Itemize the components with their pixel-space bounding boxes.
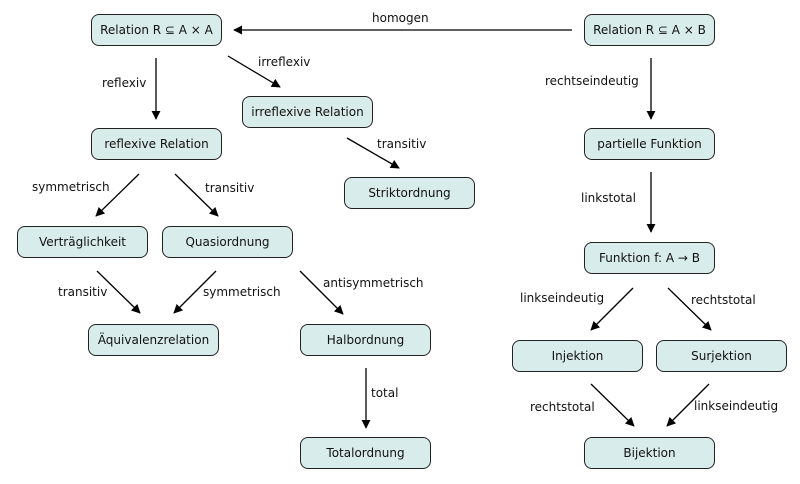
edge-symmetrisch-quasi-arrow xyxy=(173,270,217,314)
edge-label-transitiv-irreflexiv: transitiv xyxy=(377,137,427,151)
node-bijektion: Bijektion xyxy=(584,437,715,469)
node-striktordnung: Striktordnung xyxy=(344,177,475,209)
edge-label-transitiv-vertraeglichkeit: transitiv xyxy=(58,285,108,299)
edge-label-homogen: homogen xyxy=(372,11,429,25)
node-quasiordnung: Quasiordnung xyxy=(162,226,293,258)
edge-label-reflexiv: reflexiv xyxy=(102,76,147,90)
node-halbordnung: Halbordnung xyxy=(300,324,431,356)
edge-label-linkseindeutig-funktion: linkseindeutig xyxy=(520,291,605,305)
edge-antisymmetrisch-arrow xyxy=(299,270,344,315)
node-totalordnung: Totalordnung xyxy=(300,437,431,469)
node-surjektion: Surjektion xyxy=(656,340,787,372)
edge-transitiv-vert-arrow xyxy=(96,270,141,314)
edge-label-total: total xyxy=(371,386,399,400)
node-irreflexive-relation: irreflexive Relation xyxy=(242,96,373,128)
edge-label-linkstotal: linkstotal xyxy=(581,191,636,205)
node-reflexive-relation: reflexive Relation xyxy=(91,128,222,160)
node-injektion: Injektion xyxy=(512,340,643,372)
edge-rechtstotal-inj-arrow xyxy=(590,383,635,427)
edge-transitiv-irr-arrow xyxy=(346,137,400,169)
edge-symmetrisch-refl-arrow xyxy=(95,173,140,217)
node-funktion: Funktion f: A → B xyxy=(584,242,715,274)
edge-irreflexiv-arrow xyxy=(227,55,281,88)
node-partielle-funktion: partielle Funktion xyxy=(584,128,715,160)
node-relation-aa: Relation R ⊆ A × A xyxy=(91,14,222,46)
edge-label-linkseindeutig-surjektion: linkseindeutig xyxy=(694,399,779,413)
edge-linkseindeutig-surj-arrow xyxy=(666,383,710,427)
edge-label-rechtstotal-injektion: rechtstotal xyxy=(530,400,595,414)
edge-label-irreflexiv: irreflexiv xyxy=(258,55,311,69)
node-relation-ab: Relation R ⊆ A × B xyxy=(584,14,715,46)
edge-rechtstotal-fn-arrow xyxy=(667,287,712,331)
edge-label-transitiv-reflexiv: transitiv xyxy=(205,181,255,195)
edge-label-antisymmetrisch: antisymmetrisch xyxy=(323,276,424,290)
edge-label-rechtseindeutig: rechtseindeutig xyxy=(545,74,639,88)
edge-label-symmetrisch-reflexiv: symmetrisch xyxy=(32,180,110,194)
edge-transitiv-refl-arrow xyxy=(174,173,219,217)
edge-label-rechtstotal-funktion: rechtstotal xyxy=(691,293,756,307)
node-aequivalenzrelation: Äquivalenzrelation xyxy=(88,324,219,356)
node-vertraeglichkeit: Verträglichkeit xyxy=(17,226,148,258)
edge-label-symmetrisch-quasiordnung: symmetrisch xyxy=(203,285,281,299)
edge-linkseindeutig-fn-arrow xyxy=(590,287,634,331)
